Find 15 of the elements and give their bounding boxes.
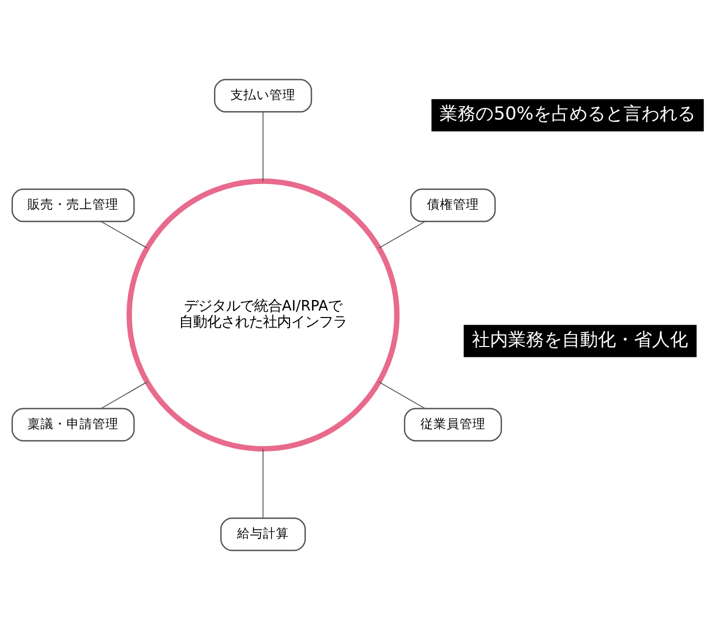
connector [262,448,264,519]
connector [378,221,426,248]
connector [100,382,148,409]
node-circle: デジタルで統合AI/RPAで自動化された社内インフラ [126,178,400,452]
node-box: 債権管理 [410,188,496,222]
label: 社内業務を自動化・省人化 [472,329,688,350]
connector [262,111,264,182]
connector [378,382,426,409]
node-box: 給与計算 [220,518,306,552]
node-box: 支払い管理 [214,78,312,112]
node-box: 稟議・申請管理 [12,408,135,442]
label: 業務の50%を占めると言われる [440,104,696,125]
node-box: 従業員管理 [404,408,502,442]
connector [100,221,148,248]
node-box: 販売・売上管理 [12,188,135,222]
